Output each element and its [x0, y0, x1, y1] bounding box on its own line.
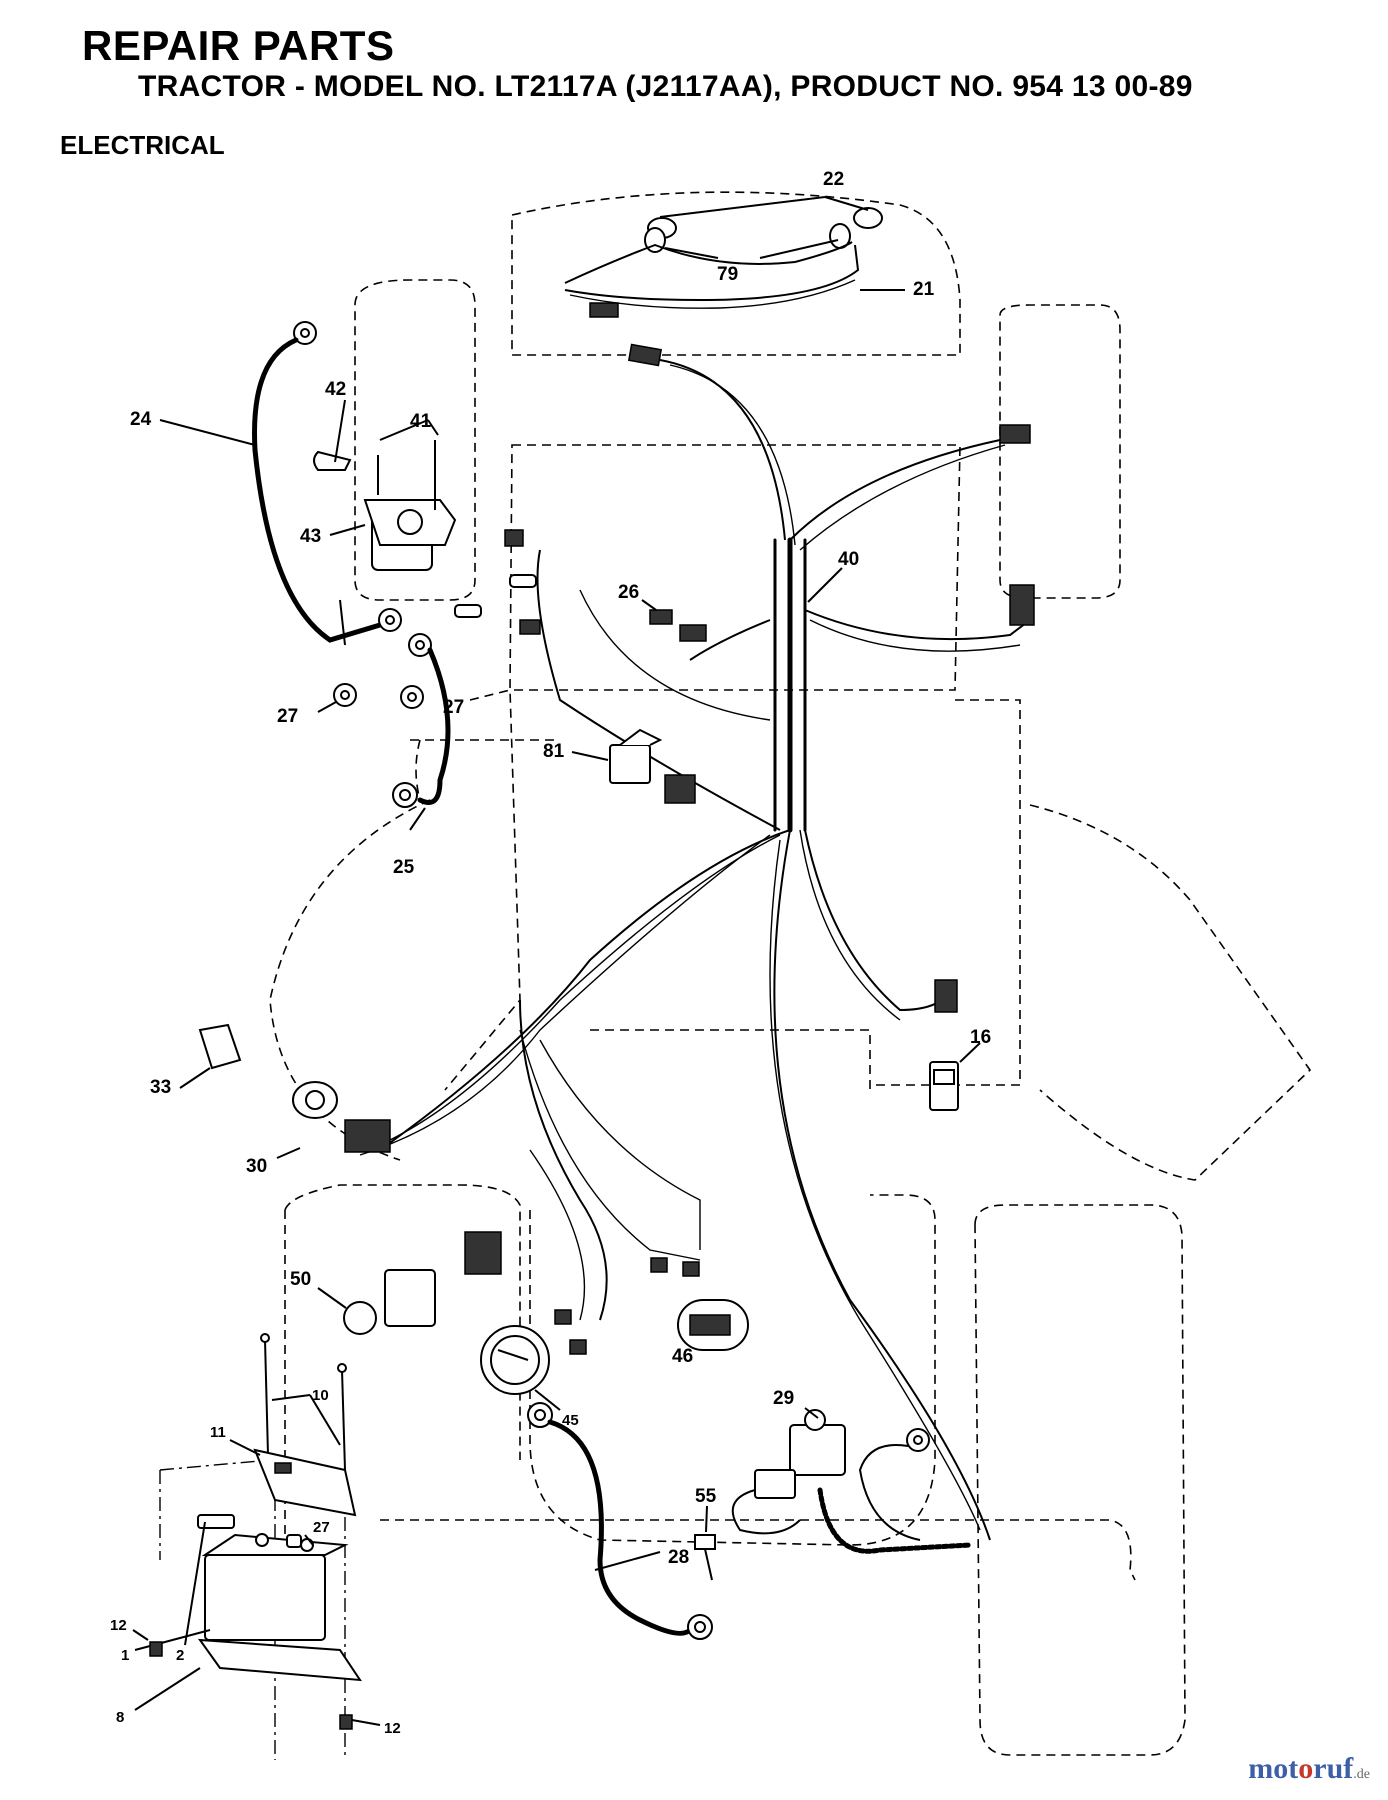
- callout-41: 41: [410, 411, 432, 432]
- headlight-assembly: [564, 196, 905, 367]
- callout-22: 22: [823, 169, 844, 190]
- callout-25: 25: [393, 857, 415, 878]
- callout-50: 50: [290, 1269, 311, 1290]
- callout-26: 26: [618, 582, 639, 603]
- callout-24: 24: [130, 409, 152, 430]
- callout-46: 46: [672, 1346, 693, 1367]
- callout-29: 29: [773, 1388, 794, 1409]
- callout-labels: 22 79 21 24 42 41 43 40 26 27 27 81 25 1…: [110, 169, 991, 1737]
- callout-27-right: 27: [443, 697, 464, 718]
- callout-43: 43: [300, 526, 321, 547]
- callout-27-left: 27: [277, 706, 298, 727]
- page-title: REPAIR PARTS: [82, 22, 395, 69]
- callout-12-bottom: 12: [384, 1720, 401, 1737]
- model-subtitle: TRACTOR - MODEL NO. LT2117A (J2117AA), P…: [138, 70, 1193, 103]
- tractor-outline: [159, 191, 1312, 1760]
- components: [179, 424, 1035, 1581]
- callout-81: 81: [543, 741, 565, 762]
- callout-55: 55: [695, 1486, 717, 1507]
- callout-33: 33: [150, 1077, 171, 1098]
- callout-11: 11: [210, 1424, 226, 1441]
- callout-40: 40: [838, 549, 859, 570]
- callout-79: 79: [717, 264, 738, 285]
- section-heading: ELECTRICAL: [60, 130, 225, 160]
- callout-1: 1: [121, 1647, 129, 1664]
- callout-30: 30: [246, 1156, 267, 1177]
- callout-27-battery: 27: [313, 1519, 330, 1536]
- callout-10: 10: [312, 1387, 329, 1404]
- starter-solenoid: [313, 399, 457, 713]
- callout-28: 28: [668, 1547, 689, 1568]
- callout-8: 8: [116, 1709, 124, 1726]
- callout-12-top: 12: [110, 1617, 127, 1634]
- callout-21: 21: [913, 279, 935, 300]
- callout-45: 45: [562, 1412, 579, 1429]
- main-wiring-harness: [359, 359, 1031, 1541]
- battery-group: [132, 1333, 381, 1730]
- watermark-logo: motoruf.de: [1248, 1752, 1370, 1785]
- battery-cables: [159, 321, 713, 1640]
- callout-2: 2: [176, 1647, 184, 1664]
- callout-42: 42: [325, 379, 346, 400]
- callout-16: 16: [970, 1027, 991, 1048]
